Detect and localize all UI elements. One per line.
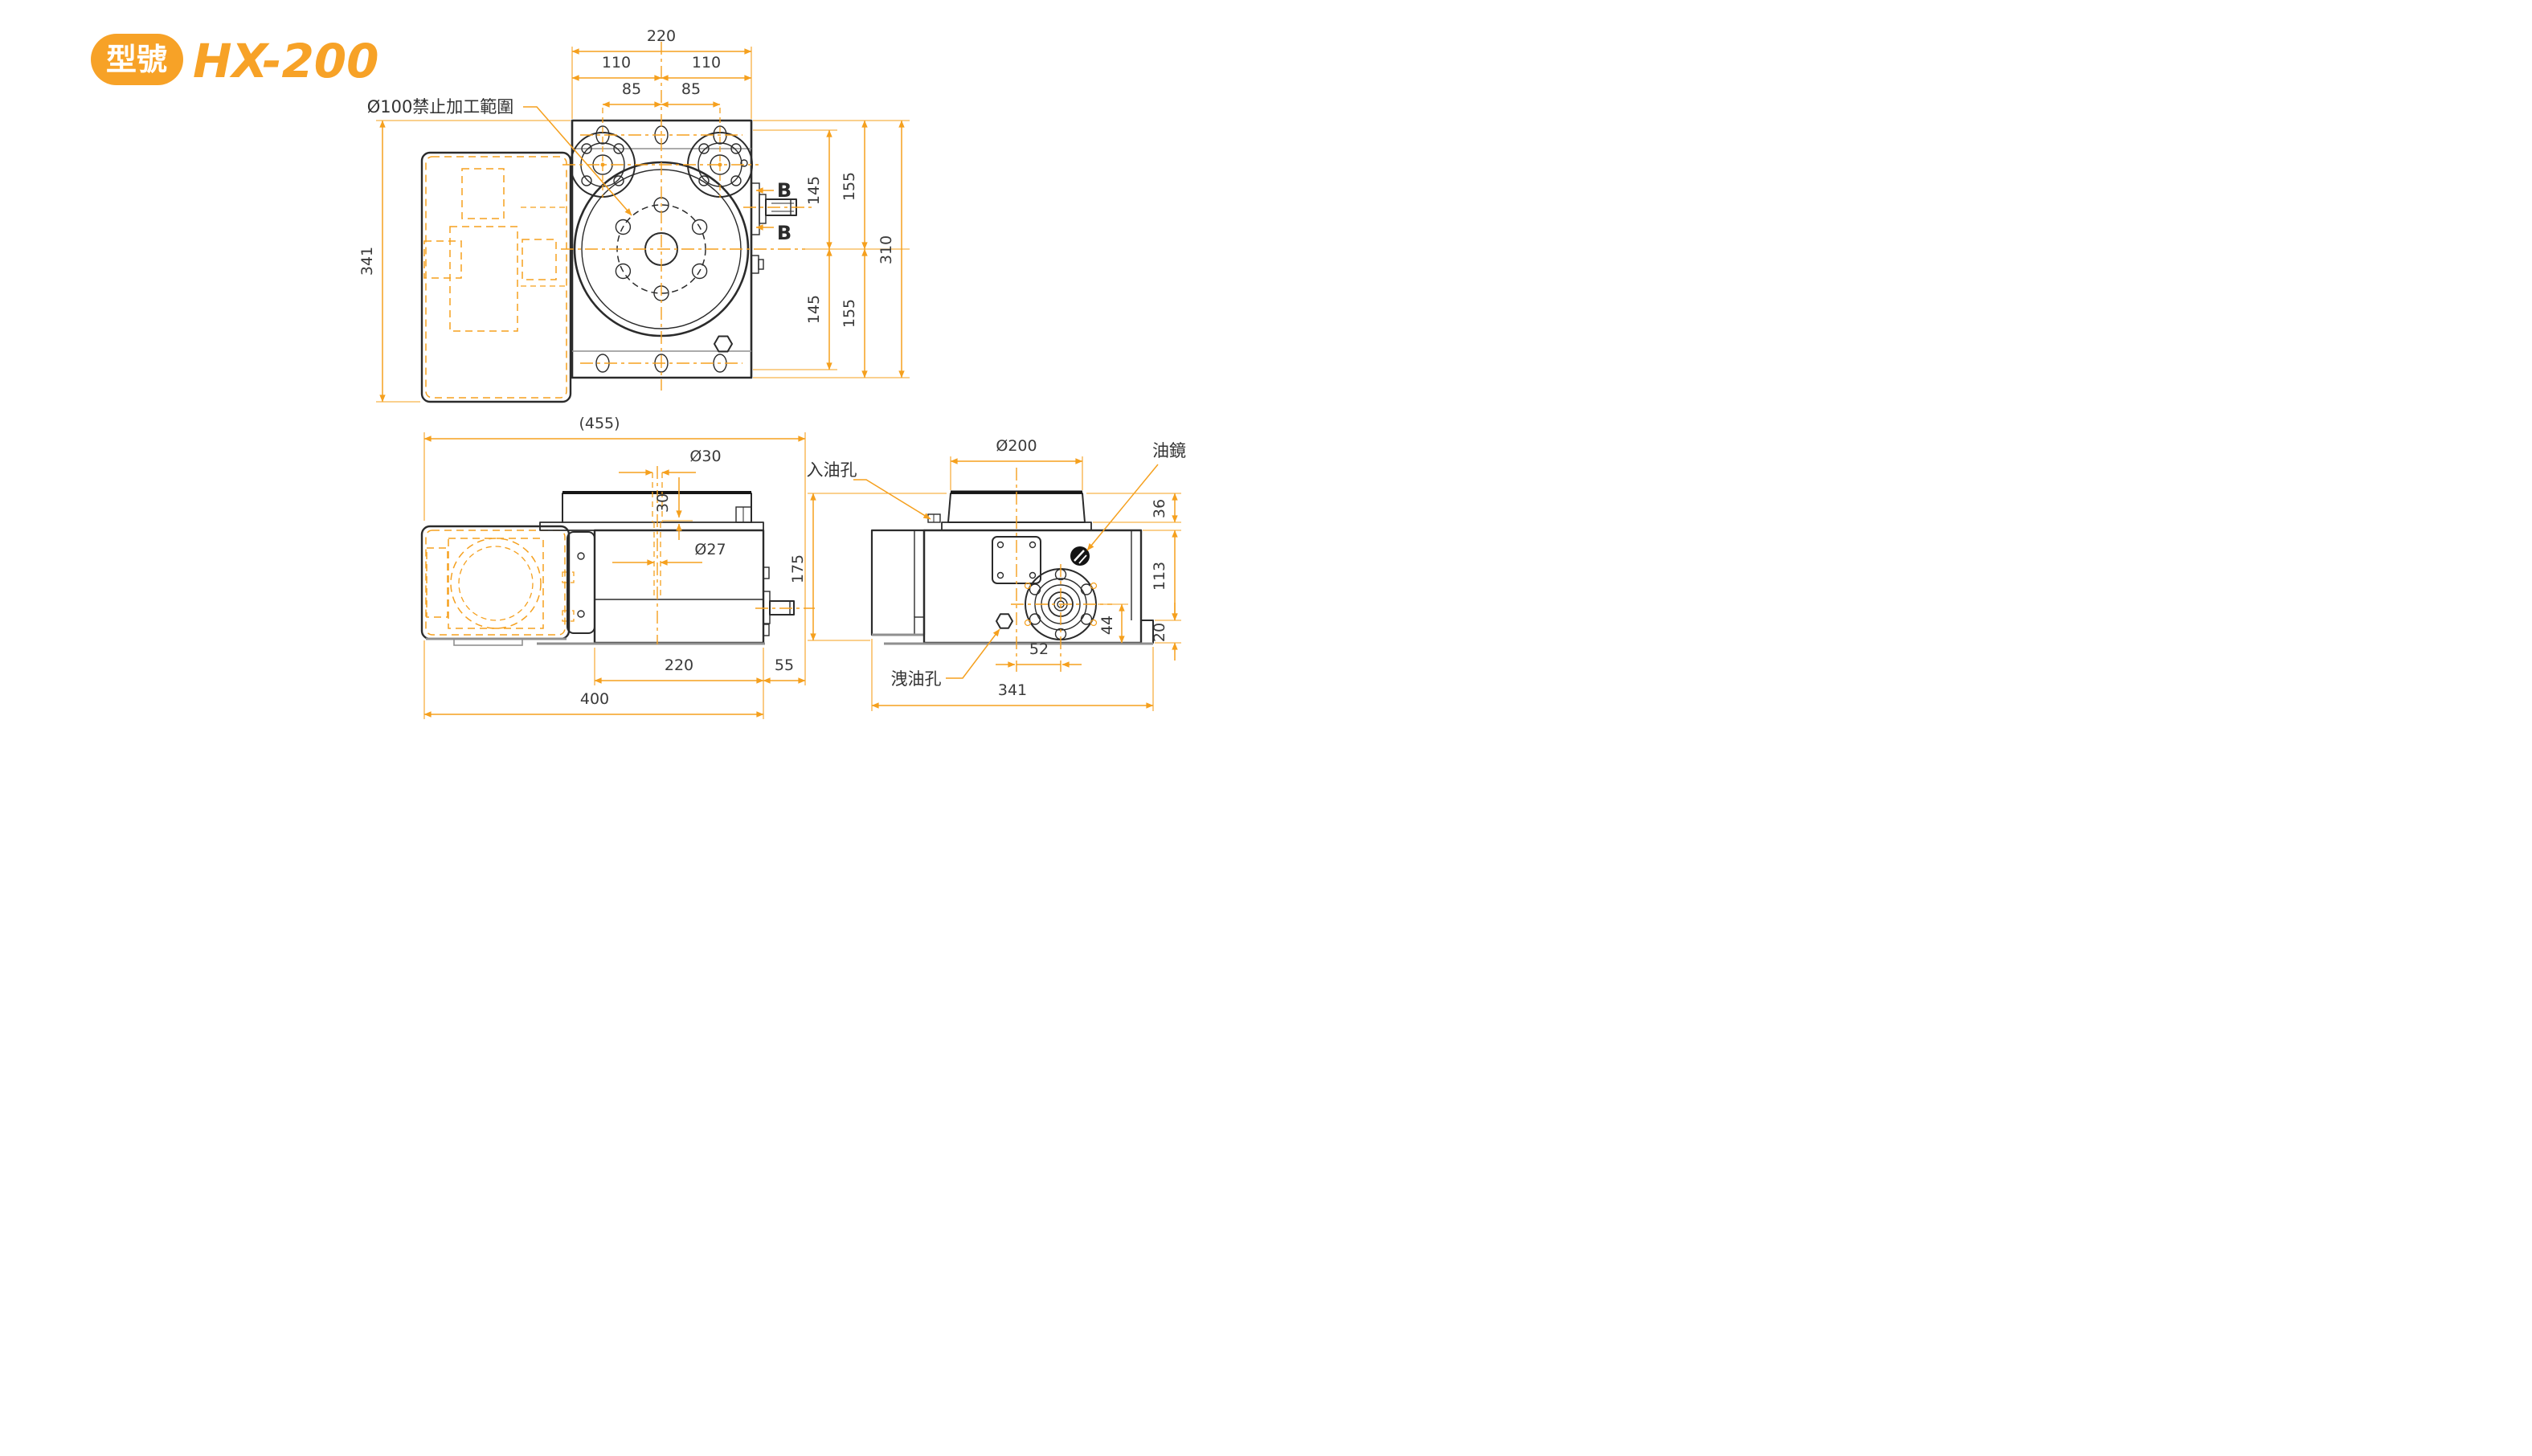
oil-drain-leader — [946, 628, 1000, 679]
motor-foot — [453, 638, 523, 646]
oil-drain-label: 洩油孔 — [891, 669, 942, 689]
dim-center-top-b: 155 — [841, 172, 858, 201]
side-plug — [751, 255, 759, 274]
front-view-dimensions: Ø200 36 113 20 44 52 341 — [789, 437, 1181, 711]
header: 型號 HX-200 — [91, 34, 379, 88]
dim-half-width-left: 110 — [602, 54, 631, 72]
center-bore-side — [652, 466, 663, 644]
dim-bolt-span-right: 85 — [681, 80, 701, 98]
dim-flange-center-height: 44 — [1098, 616, 1116, 635]
oil-inlet-leader — [853, 479, 931, 520]
left-column — [870, 529, 926, 636]
motor-housing-side — [420, 525, 575, 646]
top-view-dimensions: 220 110 110 85 85 341 145 155 145 — [358, 27, 910, 403]
section-b-markers: B B — [755, 179, 792, 244]
dim-bore-depth: 30 — [654, 493, 672, 513]
dim-overall-depth: 341 — [358, 247, 376, 276]
dim-overall-width-front: 341 — [998, 681, 1027, 699]
oil-sight-label: 油鏡 — [1152, 441, 1186, 460]
dim-overall-height: 310 — [877, 235, 895, 264]
motor-connector-hidden — [461, 168, 505, 219]
dim-base-height: 20 — [1151, 623, 1168, 642]
dim-total-width: 220 — [647, 27, 676, 45]
model-number: HX-200 — [193, 34, 379, 88]
front-view: 入油孔 油鏡 洩油孔 Ø200 36 113 20 — [789, 437, 1186, 711]
dim-table-dia: Ø200 — [996, 437, 1037, 455]
flange-pin-holes — [1024, 582, 1098, 627]
dim-center-top-a: 145 — [805, 176, 823, 205]
top-view: B B Ø100禁止加工範圍 220 110 110 85 85 341 — [358, 27, 910, 403]
model-badge — [91, 34, 183, 85]
section-b-label-top: B — [777, 179, 792, 202]
pin-hole — [740, 159, 748, 167]
motor-body-hidden — [449, 226, 518, 332]
dim-center-bottom-a: 145 — [805, 295, 823, 324]
dim-half-width-right: 110 — [692, 54, 721, 72]
oil-sight-leader — [1086, 464, 1159, 551]
motor-box-hidden — [423, 240, 462, 279]
note-leader — [523, 106, 632, 216]
oil-sight-glass — [1070, 546, 1090, 566]
output-flange — [1011, 564, 1112, 672]
model-badge-label: 型號 — [106, 42, 167, 77]
dim-flange-zone-height: 113 — [1151, 562, 1168, 591]
machining-note: Ø100禁止加工範圍 — [367, 97, 632, 216]
dim-body-width: 220 — [665, 656, 693, 674]
dim-shaft-extension: 55 — [775, 656, 794, 674]
machining-note-label: Ø100禁止加工範圍 — [367, 97, 514, 117]
base-foot — [1140, 620, 1154, 644]
side-view-dimensions: (455) Ø30 30 Ø27 220 55 400 — [423, 415, 806, 719]
hex-plug-top — [714, 335, 733, 353]
front-view-labels: 入油孔 油鏡 洩油孔 — [807, 441, 1187, 689]
dim-base-width: 400 — [580, 690, 609, 708]
dim-bore-through-dia: Ø27 — [694, 541, 726, 558]
dimension-drawing: 型號 HX-200 — [91, 27, 1186, 719]
dim-bolt-span-left: 85 — [622, 80, 641, 98]
dim-table-height: 36 — [1151, 499, 1168, 518]
flange-bolt-holes — [1029, 568, 1093, 640]
dim-overall-ref: (455) — [579, 415, 620, 432]
dim-bore-top-dia: Ø30 — [689, 448, 721, 465]
dim-center-bottom-b: 155 — [841, 299, 858, 328]
drawing-sheet: 型號 HX-200 — [0, 0, 1266, 728]
motor-housing-top — [420, 151, 572, 403]
motor-coupling-hidden — [522, 239, 557, 280]
gear-hidden — [450, 538, 542, 629]
top-view-centerlines — [561, 42, 816, 391]
drain-plug-hex — [996, 613, 1013, 629]
section-b-label-bottom: B — [777, 222, 792, 244]
oil-inlet-label: 入油孔 — [807, 460, 857, 480]
dim-flange-offset: 52 — [1029, 640, 1049, 658]
table-ledge — [539, 521, 764, 531]
dim-body-height: 175 — [789, 554, 807, 583]
side-view: (455) Ø30 30 Ø27 220 55 400 — [420, 415, 815, 719]
